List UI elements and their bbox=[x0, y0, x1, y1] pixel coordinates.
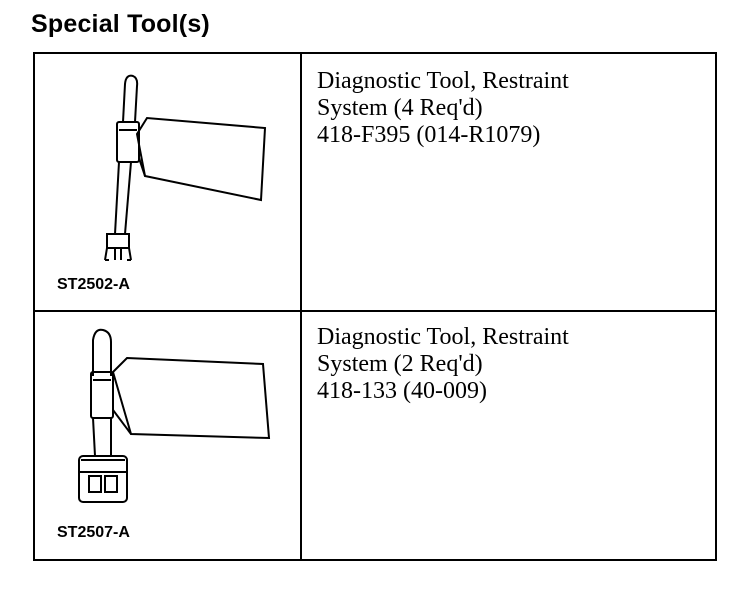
tool-image-cell: ST2502-A bbox=[35, 54, 302, 310]
tool-row: ST2502-A Diagnostic Tool, Restraint Syst… bbox=[35, 54, 715, 312]
tool-description-line: System (4 Req'd) bbox=[317, 95, 483, 121]
tool-description-line: Diagnostic Tool, Restraint bbox=[317, 68, 569, 94]
restraint-diagnostic-tool-icon bbox=[104, 74, 267, 261]
tool-part-numbers: 418-F395 (014-R1079) bbox=[317, 122, 541, 148]
tool-code-label: ST2507-A bbox=[57, 524, 130, 541]
tool-description-line: Diagnostic Tool, Restraint bbox=[317, 324, 569, 350]
tool-description: Diagnostic Tool, Restraint System (2 Req… bbox=[302, 310, 715, 559]
restraint-diagnostic-tool-connector-icon bbox=[78, 328, 271, 503]
page-title: Special Tool(s) bbox=[31, 10, 210, 38]
tool-description-line: System (2 Req'd) bbox=[317, 351, 483, 377]
special-tools-table: ST2502-A Diagnostic Tool, Restraint Syst… bbox=[33, 52, 717, 561]
tool-code-label: ST2502-A bbox=[57, 276, 130, 293]
tool-row: ST2507-A Diagnostic Tool, Restraint Syst… bbox=[35, 310, 715, 559]
tool-image-cell: ST2507-A bbox=[35, 310, 302, 559]
tool-description: Diagnostic Tool, Restraint System (4 Req… bbox=[302, 54, 715, 310]
tool-part-numbers: 418-133 (40-009) bbox=[317, 378, 487, 404]
